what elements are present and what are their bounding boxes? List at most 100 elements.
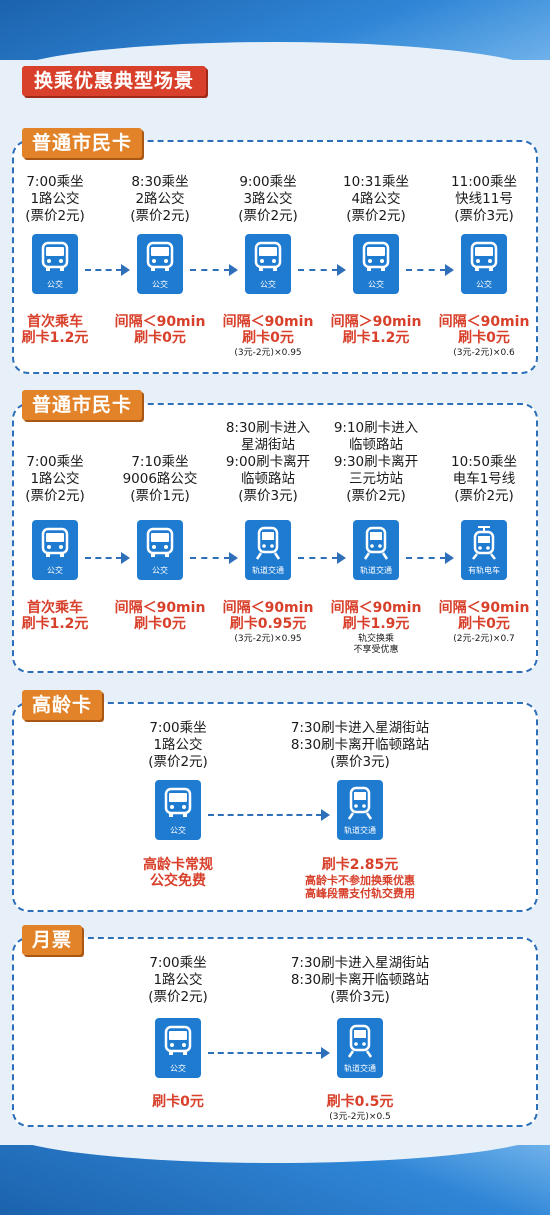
tile-label: 有轨电车 [468,566,500,575]
trip-line: 7:00乘坐 [149,955,207,971]
trip-line: (票价2元) [238,208,298,224]
trip-line: 星湖街站 [241,437,295,453]
arrow-head [321,1047,330,1059]
transport-tile: 公交 [155,780,201,840]
trip-line: 快线11号 [455,191,513,207]
section-card [12,702,538,912]
transport-tile: 轨道交通 [337,780,383,840]
trip-line: 三元坊站 [349,471,403,487]
fare-note: (3元-2元)×0.95 [234,348,302,358]
trip-line: 1路公交 [153,972,203,988]
trip-line: 7:00乘坐 [26,174,84,190]
fare-note: 高龄卡不参加换乘优惠 高峰段需支付轨交费用 [305,874,415,900]
trip-line: (票价2元) [25,488,85,504]
page-title: 换乘优惠典型场景 [22,66,207,96]
fare-result: 刷卡2.85元 [260,857,460,873]
transport-tile: 轨道交通 [337,1018,383,1078]
dashed-arrow-icon [298,263,346,277]
arrow-head [229,264,238,276]
fare-line: 刷卡1.2元 [342,330,410,346]
transport-tile: 公交 [461,234,507,294]
trip-line: 3路公交 [243,191,293,207]
arrow-head [337,264,346,276]
trip-line: 10:31乘坐 [343,174,409,190]
fare-line: 刷卡1.2元 [21,330,89,346]
arrow-head [321,809,330,821]
fare-line: 刷卡0元 [152,1094,204,1110]
trip-line: 7:30刷卡进入星湖街站 [290,720,430,736]
fare-result: 刷卡0.5元 [260,1094,460,1110]
fare-line: 间隔＜90min [438,314,530,330]
fare-line: 公交免费 [150,873,206,889]
transport-tile: 有轨电车 [461,520,507,580]
dashed-arrow-icon [85,263,130,277]
arrow-line [85,269,122,271]
fare-line: 首次乘车 [27,600,83,616]
trip-line: 9006路公交 [122,471,198,487]
fare-result: 首次乘车刷卡1.2元 [0,314,115,346]
dashed-arrow-icon [190,551,238,565]
dashed-arrow-icon [298,551,346,565]
transport-tile: 公交 [137,520,183,580]
fare-result: 高龄卡常规公交免费 [78,857,278,889]
trip-line: 临顿路站 [349,437,403,453]
fare-line: 刷卡2.85元 [321,857,399,873]
top-banner [0,0,550,78]
trip-line: 8:30乘坐 [131,174,189,190]
trip-line: 7:10乘坐 [131,454,189,470]
tile-label: 轨道交通 [344,1064,376,1073]
transport-tile: 公交 [353,234,399,294]
trip-line: 临顿路站 [241,471,295,487]
arrow-line [85,557,122,559]
trip-line: 1路公交 [30,191,80,207]
fare-line: 刷卡0.95元 [229,616,307,632]
fare-line: 间隔＞90min [330,314,422,330]
fare-result: 刷卡0元 [78,1094,278,1110]
trip-line: (票价3元) [238,488,298,504]
tile-label: 公交 [152,280,168,289]
trip-line: (票价2元) [454,488,514,504]
trip-line: 9:00刷卡离开 [225,454,311,470]
trip-line: 电车1号线 [452,471,516,487]
tile-label: 公交 [260,280,276,289]
fare-line: 刷卡1.9元 [342,616,410,632]
trip-line: 1路公交 [153,737,203,753]
tile-label: 公交 [476,280,492,289]
fare-line: 间隔＜90min [114,314,206,330]
arrow-head [121,552,130,564]
arrow-head [445,552,454,564]
transport-tile: 公交 [32,520,78,580]
trip-line: (票价2元) [346,208,406,224]
trip-line: (票价2元) [148,754,208,770]
fare-note: (3元-2元)×0.5 [329,1112,391,1122]
arrow-line [298,557,338,559]
fare-line: 间隔＜90min [222,314,314,330]
trip-line: (票价3元) [454,208,514,224]
fare-line: 刷卡0元 [458,616,510,632]
section-label: 月票 [22,925,83,955]
transport-tile: 公交 [155,1018,201,1078]
trip-line: (票价3元) [330,989,390,1005]
arrow-head [121,264,130,276]
trip-line: 8:30刷卡离开临顿路站 [290,737,430,753]
bottom-banner [0,1129,550,1215]
tile-label: 公交 [170,1064,186,1073]
transport-tile: 轨道交通 [245,520,291,580]
fare-line: 首次乘车 [27,314,83,330]
fare-line: 刷卡0元 [242,330,294,346]
fare-note: (3元-2元)×0.6 [453,348,515,358]
